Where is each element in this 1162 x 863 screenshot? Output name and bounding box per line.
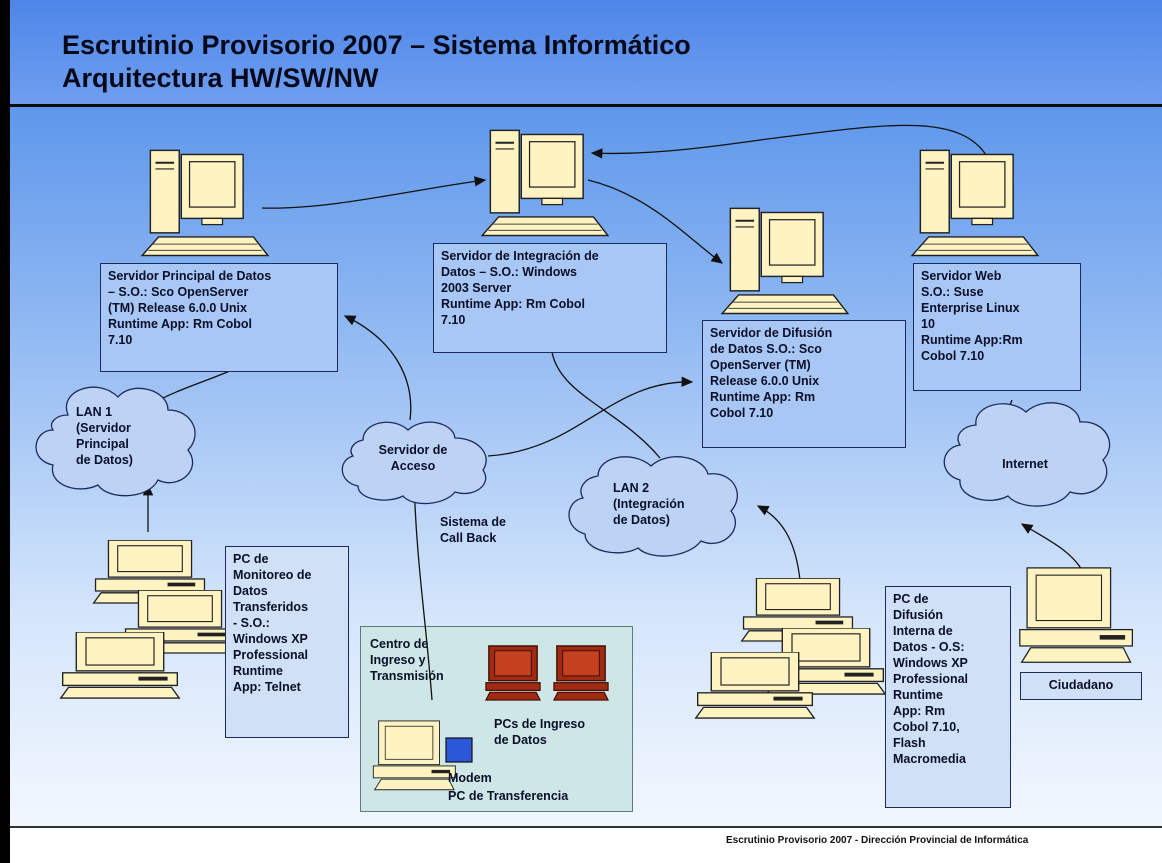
pc-ingreso-red-computer-icon-2 xyxy=(553,645,609,701)
lan2-cloud xyxy=(568,456,738,557)
servidor-web-box: Servidor Web S.O.: Suse Enterprise Linux… xyxy=(913,263,1081,391)
left-border xyxy=(0,0,10,863)
servidor-web-computer-icon xyxy=(911,149,1039,257)
footer-divider xyxy=(10,826,1162,828)
servidor-principal-computer-icon xyxy=(141,149,269,257)
modem-label: Modem xyxy=(448,771,492,785)
pc-transferencia-computer-icon xyxy=(372,720,456,791)
call-back-label: Sistema de Call Back xyxy=(440,515,507,545)
slide-subtitle: Arquitectura HW/SW/NW xyxy=(62,63,379,93)
internet-cloud xyxy=(943,402,1111,507)
servidor-integracion-computer-icon xyxy=(481,129,609,237)
slide-title: Escrutinio Provisorio 2007 – Sistema Inf… xyxy=(62,30,691,60)
ciudadano-computer-icon xyxy=(1019,567,1134,663)
internet-label: Internet xyxy=(1002,457,1048,471)
footer-credit: Escrutinio Provisorio 2007 - Dirección P… xyxy=(726,835,1029,846)
pc-monitoreo-computer-icon-3 xyxy=(60,632,180,699)
centro-ingreso-label: Centro de Ingreso y Transmisión xyxy=(370,637,444,683)
pc-monitoreo-box: PC de Monitoreo de Datos Transferidos - … xyxy=(225,546,349,738)
pc-difusion-box: PC de Difusión Interna de Datos - O.S: W… xyxy=(885,586,1011,808)
servidor-acceso-label: Servidor de Acceso xyxy=(378,443,448,473)
servidor-principal-box: Servidor Principal de Datos – S.O.: Sco … xyxy=(100,263,338,372)
pc-transferencia-label: PC de Transferencia xyxy=(448,789,569,803)
ciudadano-box: Ciudadano xyxy=(1020,672,1142,700)
servidor-difusion-computer-icon xyxy=(721,207,849,315)
lan1-cloud xyxy=(35,386,196,497)
servidor-difusion-box: Servidor de Difusión de Datos S.O.: Sco … xyxy=(702,320,906,448)
modem-icon xyxy=(445,737,473,763)
pc-ingreso-red-computer-icon xyxy=(485,645,541,701)
header-band: Escrutinio Provisorio 2007 – Sistema Inf… xyxy=(10,0,1162,107)
pcs-ingreso-label: PCs de Ingreso de Datos xyxy=(494,717,585,747)
pc-difusion-computer-icon-3 xyxy=(695,652,815,719)
servidor-integracion-box: Servidor de Integración de Datos – S.O.:… xyxy=(433,243,667,353)
lan1-label: LAN 1 (Servidor Principal de Datos) xyxy=(76,405,133,467)
servidor-acceso-cloud xyxy=(341,421,487,505)
lan2-label: LAN 2 (Integración de Datos) xyxy=(613,481,685,527)
